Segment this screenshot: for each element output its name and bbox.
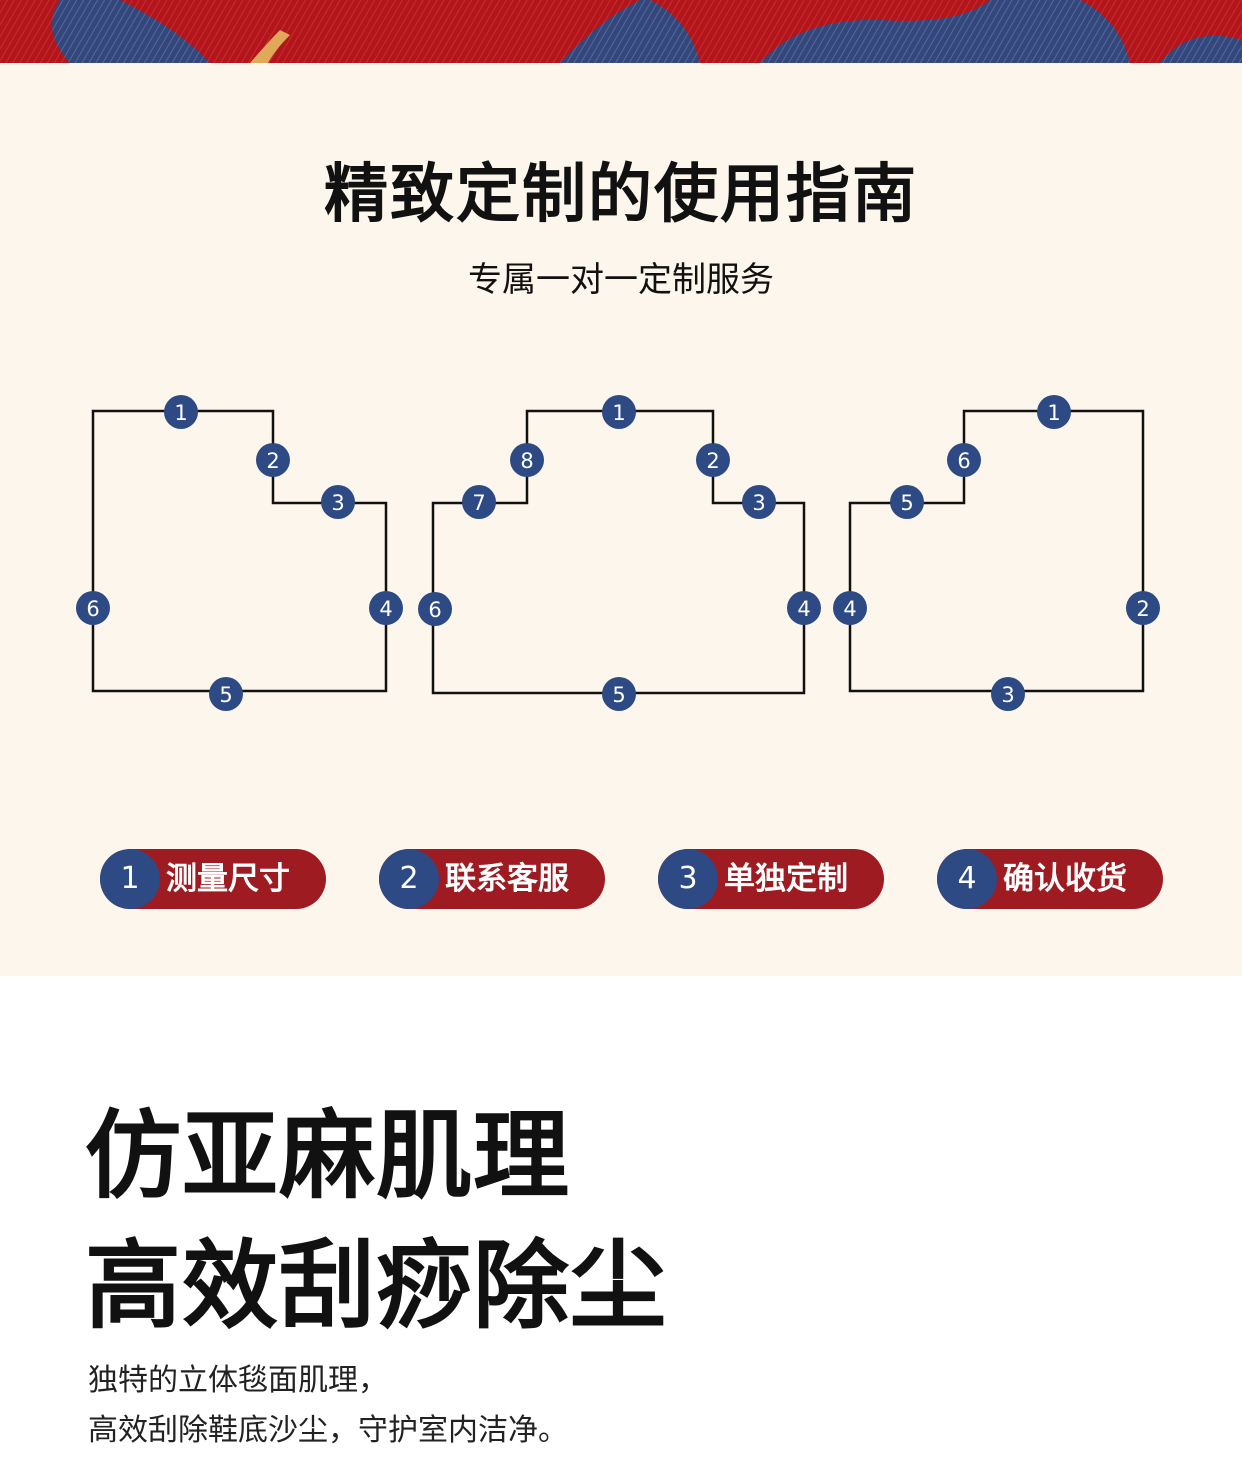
process-steps: 1 测量尺寸 2 联系客服 3 单独定制 4 确认收货: [0, 849, 1242, 911]
step-number: 4: [937, 849, 997, 909]
svg-text:6: 6: [428, 598, 441, 622]
feature-desc-line1: 独特的立体毯面肌理，: [88, 1363, 388, 1398]
feature-title-line1: 仿亚麻肌理: [85, 1100, 570, 1212]
step-measure: 1 测量尺寸: [100, 849, 326, 909]
marker-b8: 8: [510, 443, 544, 477]
svg-text:2: 2: [706, 449, 719, 473]
step-contact-service: 2 联系客服: [379, 849, 605, 909]
marker-c2: 2: [1126, 591, 1160, 625]
svg-text:3: 3: [1001, 683, 1014, 707]
measurement-diagrams: 1 2 3 4 5 6 1 2 3 4 5 6 7 8 1 2 3 4 5 6: [76, 395, 1160, 711]
svg-text:6: 6: [86, 597, 99, 621]
svg-text:1: 1: [174, 401, 187, 425]
step-number: 3: [658, 849, 718, 909]
marker-b5: 5: [602, 677, 636, 711]
marker-a1: 1: [164, 395, 198, 429]
step-number: 1: [100, 849, 160, 909]
svg-text:3: 3: [752, 491, 765, 515]
step-label: 单独定制: [724, 861, 848, 897]
svg-text:6: 6: [957, 449, 970, 473]
guide-title: 精致定制的使用指南: [324, 158, 918, 232]
marker-c1: 1: [1037, 395, 1071, 429]
shape-b-outline: [431, 409, 806, 695]
step-number: 2: [379, 849, 439, 909]
marker-b6: 6: [418, 592, 452, 626]
marker-c3: 3: [991, 677, 1025, 711]
marker-a3: 3: [321, 485, 355, 519]
step-label: 联系客服: [445, 861, 569, 897]
svg-text:4: 4: [797, 597, 810, 621]
svg-text:5: 5: [219, 683, 232, 707]
marker-c6: 6: [947, 443, 981, 477]
marker-a5: 5: [209, 677, 243, 711]
shape-c-outline: [848, 409, 1145, 693]
svg-text:5: 5: [612, 683, 625, 707]
svg-text:4: 4: [843, 597, 856, 621]
marker-a4: 4: [369, 591, 403, 625]
marker-b4: 4: [787, 591, 821, 625]
marker-c4: 4: [833, 591, 867, 625]
feature-title-line2: 高效刮痧除尘: [85, 1230, 667, 1342]
svg-text:8: 8: [520, 449, 533, 473]
svg-text:1: 1: [612, 401, 625, 425]
step-label: 确认收货: [1003, 861, 1127, 897]
feature-desc-line2: 高效刮除鞋底沙尘，守护室内洁净。: [88, 1413, 568, 1448]
shape-a-outline: [91, 409, 388, 693]
svg-text:1: 1: [1047, 401, 1060, 425]
rug-pattern-banner: [0, 0, 1242, 63]
guide-subtitle: 专属一对一定制服务: [468, 260, 774, 300]
marker-a6: 6: [76, 591, 110, 625]
svg-text:4: 4: [379, 597, 392, 621]
svg-text:2: 2: [266, 449, 279, 473]
marker-c5: 5: [890, 485, 924, 519]
svg-text:5: 5: [900, 491, 913, 515]
custom-guide-section: 精致定制的使用指南 专属一对一定制服务 1 2 3 4 5 6 1 2 3 4 …: [0, 63, 1242, 976]
svg-text:3: 3: [331, 491, 344, 515]
marker-b3: 3: [742, 485, 776, 519]
step-customize: 3 单独定制: [658, 849, 884, 909]
marker-b7: 7: [462, 485, 496, 519]
svg-text:7: 7: [472, 491, 485, 515]
svg-text:2: 2: [1136, 597, 1149, 621]
marker-b2: 2: [696, 443, 730, 477]
step-label: 测量尺寸: [166, 861, 290, 897]
step-confirm-receipt: 4 确认收货: [937, 849, 1163, 909]
marker-b1: 1: [602, 395, 636, 429]
marker-a2: 2: [256, 443, 290, 477]
